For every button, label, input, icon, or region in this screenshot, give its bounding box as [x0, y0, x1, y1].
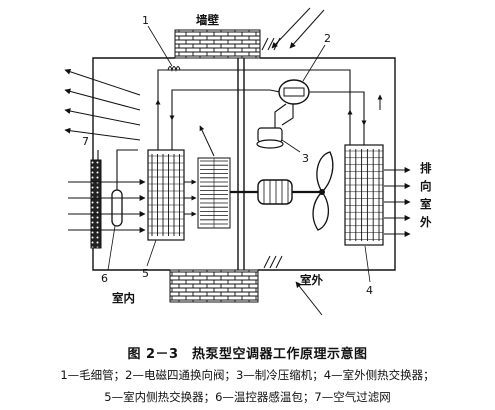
airflow-indoor-out-3 — [64, 108, 141, 126]
outdoor-hx-frame — [344, 144, 384, 246]
pipe-valve-to-outdoor — [308, 91, 365, 150]
callout-7: 7 — [82, 135, 89, 148]
callout-leaders — [146, 25, 371, 283]
leader-5 — [146, 239, 157, 267]
wall-brick-top — [174, 29, 261, 59]
pipe-capillary-line — [157, 69, 351, 150]
label-indoor: 室内 — [112, 291, 135, 305]
casing-outdoor — [258, 57, 396, 271]
capillary-tube-coil — [167, 65, 181, 73]
four-way-valve-leader — [302, 44, 326, 82]
callout-6: 6 — [101, 272, 108, 285]
label-outdoor: 室外 — [300, 273, 323, 287]
airflow-fan-discharge — [199, 125, 215, 157]
callout-1: 1 — [142, 14, 149, 27]
wall-break-mark — [226, 57, 252, 271]
callout-3: 3 — [302, 152, 309, 165]
leader-1 — [147, 25, 173, 67]
sensing-bulb-lead — [116, 149, 138, 190]
fan-motor-ribs — [263, 180, 289, 204]
figure-title: 图 2－3 热泵型空调器工作原理示意图 — [127, 347, 368, 362]
callout-5: 5 — [142, 267, 149, 280]
indoor-fan — [197, 157, 231, 229]
hatch-top — [261, 37, 281, 51]
airflow-outdoor-in-bottom — [295, 281, 323, 316]
indoor-heat-exchanger — [147, 149, 185, 241]
label-exhaust-char-3: 室 — [420, 197, 432, 211]
four-way-valve-core — [283, 87, 305, 97]
hatch-bottom — [263, 255, 283, 269]
compressor-leader — [281, 139, 301, 153]
compressor — [256, 127, 301, 153]
airflow-indoor-out-4 — [64, 127, 141, 141]
indoor-hx-frame — [147, 149, 185, 241]
pipe-compressor-return — [274, 103, 287, 130]
wall-brick-bottom — [169, 269, 259, 303]
airflow-indoor-out-1 — [64, 68, 141, 96]
outdoor-fan-blade-top — [316, 151, 334, 194]
sensing-bulb-leader — [107, 225, 116, 271]
leader-4 — [364, 245, 371, 283]
wall — [169, 29, 261, 303]
legend-line-1: 1—毛细管；2—电磁四通换向阀；3—制冷压缩机；4—室外侧热交换器； — [60, 368, 435, 382]
legend-line-2: 5—室内侧热交换器；6—温控器感温包；7—空气过滤网 — [104, 390, 391, 404]
airflow-indoor-out-2 — [64, 88, 141, 111]
airflow-arrows — [64, 7, 411, 316]
fan-motor-body — [257, 179, 293, 205]
air-filter — [90, 159, 102, 249]
compressor-base — [256, 139, 284, 149]
four-way-valve — [278, 44, 326, 105]
outdoor-heat-exchanger — [344, 144, 384, 246]
callout-2: 2 — [324, 32, 331, 45]
flow-arrows — [155, 94, 383, 126]
label-wall: 墙壁 — [196, 13, 219, 27]
opening-hatches — [261, 37, 283, 269]
outdoor-fan-hub — [319, 189, 325, 195]
sensing-bulb — [107, 189, 123, 271]
outdoor-fan-blade-bottom — [312, 191, 329, 231]
outdoor-fan — [312, 151, 334, 231]
label-exhaust-char-4: 外 — [419, 215, 432, 229]
sensing-bulb-body — [111, 189, 123, 227]
callout-4: 4 — [366, 284, 373, 297]
air-filter-mesh — [90, 159, 102, 249]
fan-motor — [230, 179, 322, 205]
pipe-valve-to-compressor — [281, 104, 294, 126]
label-exhaust-char-2: 向 — [420, 179, 432, 193]
airflow-outdoor-in-top-2 — [289, 9, 325, 49]
label-exhaust-char-1: 排 — [420, 161, 432, 175]
